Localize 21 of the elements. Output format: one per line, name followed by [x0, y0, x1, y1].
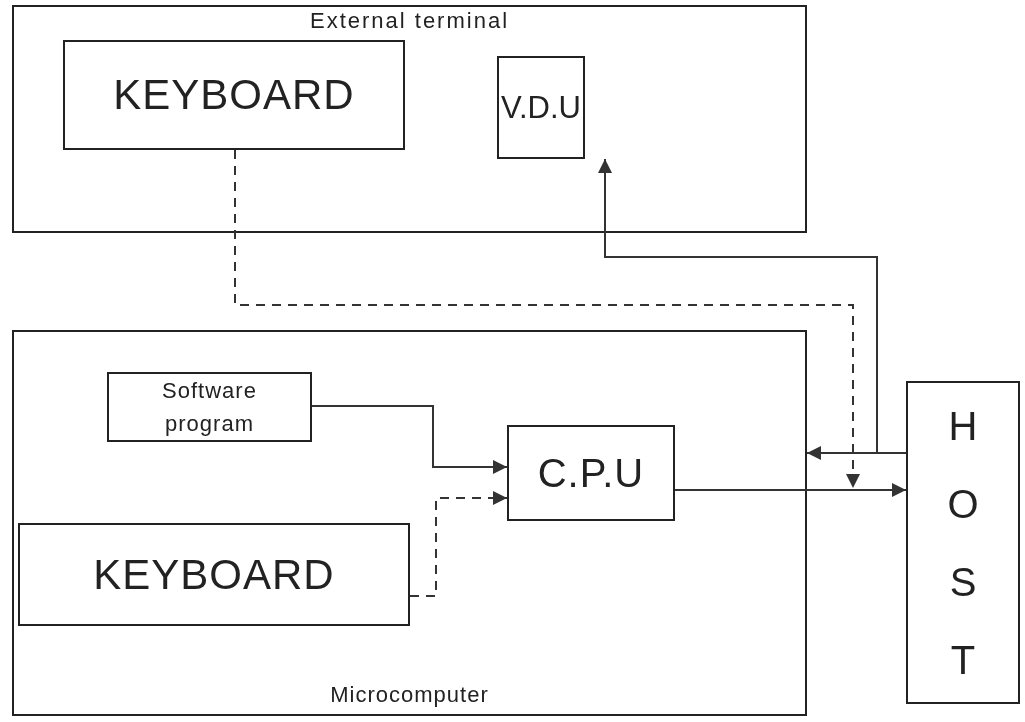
display-box	[497, 56, 585, 159]
box-label: C.P.U	[537, 450, 645, 496]
cpu-box	[507, 425, 675, 521]
box-label: V.D.U	[501, 89, 581, 126]
arrow	[234, 149, 860, 489]
terminal-panel	[12, 5, 807, 233]
host-box	[906, 381, 1020, 704]
arrow	[806, 446, 907, 460]
arrow	[674, 483, 907, 497]
arrow	[409, 491, 508, 597]
box-label: KEYBOARD	[93, 550, 335, 599]
keyboard-box	[18, 523, 410, 626]
process-box	[107, 372, 312, 442]
box-label: KEYBOARD	[113, 71, 355, 119]
box-label: HOST	[946, 402, 980, 684]
panel-title: External terminal	[308, 8, 511, 34]
arrow	[311, 405, 508, 474]
box-label: Software program	[161, 377, 258, 438]
microcomputer-panel	[12, 330, 807, 716]
keyboard-box	[63, 40, 405, 150]
panel-title: Microcomputer	[329, 682, 490, 708]
